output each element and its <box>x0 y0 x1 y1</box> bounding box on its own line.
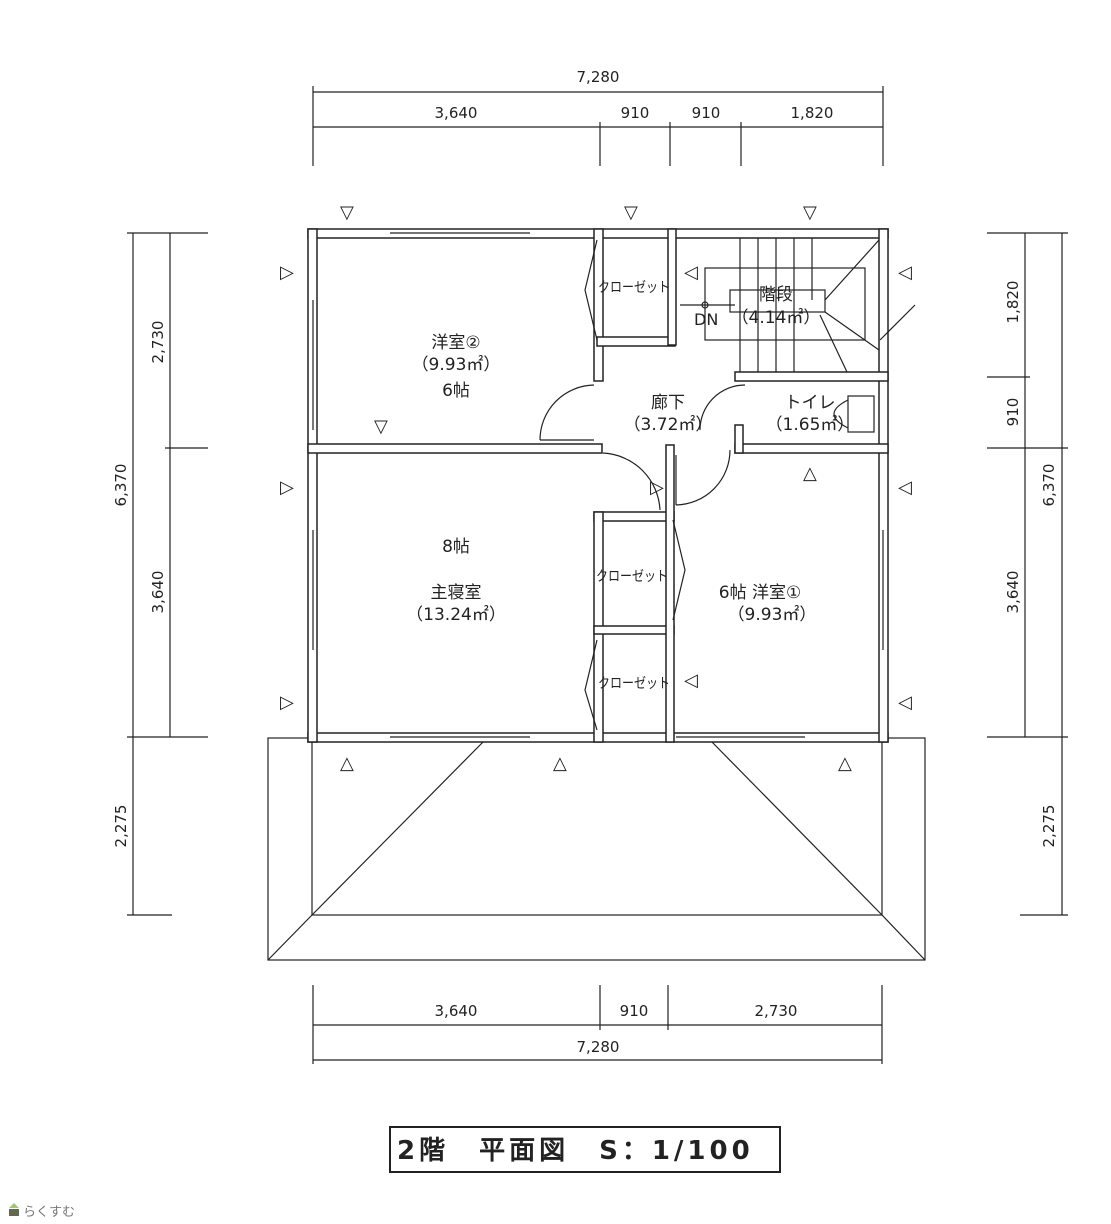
toilet-fixture <box>833 395 875 433</box>
svg-text:▷: ▷ <box>280 477 294 498</box>
room-toilet-area: （1.65㎡） <box>766 415 855 435</box>
doors <box>539 239 746 731</box>
dim-bottom-3: 2,730 <box>755 1002 798 1020</box>
dim-top-2: 910 <box>621 104 650 122</box>
dim-left-total: 6,370 <box>112 464 130 507</box>
closet-label-3: クローゼット <box>598 676 670 692</box>
dim-bottom-total: 7,280 <box>577 1038 620 1056</box>
walls <box>307 228 889 743</box>
dim-right-2: 910 <box>1004 398 1022 427</box>
dim-bottom-1: 3,640 <box>435 1002 478 1020</box>
room-master-size: 8帖 <box>442 537 470 557</box>
svg-text:▽: ▽ <box>624 202 638 223</box>
dim-top-total: 7,280 <box>577 68 620 86</box>
dim-top-3: 910 <box>692 104 721 122</box>
dim-left-balcony: 2,275 <box>112 805 130 848</box>
dim-bottom-2: 910 <box>620 1002 649 1020</box>
dim-left-1: 2,730 <box>149 321 167 364</box>
room-western2-name: 洋室② <box>431 333 480 353</box>
right-dimensions: 6,370 1,820 910 3,640 2,275 <box>987 232 1068 916</box>
staircase <box>680 238 916 373</box>
dim-left-2: 3,640 <box>149 571 167 614</box>
svg-text:◁: ◁ <box>684 262 698 283</box>
room-western2-size: 6帖 <box>442 381 470 401</box>
dim-right-3: 3,640 <box>1004 571 1022 614</box>
window-direction-marks: ▽ ▽ ▽ ▷ ▷ ▷ ◁ ◁ ◁ ▽ ◁ ◁ △ ▷ △ △ △ <box>280 202 912 774</box>
room-stairs-area: （4.14㎡） <box>732 308 821 328</box>
svg-text:△: △ <box>340 753 354 774</box>
drawing-title: 2階 平面図 S：1/100 <box>397 1136 754 1166</box>
svg-text:◁: ◁ <box>898 692 912 713</box>
room-master-name: 主寝室 <box>431 582 482 603</box>
room-master-area: （13.24㎡） <box>406 605 506 625</box>
svg-text:▷: ▷ <box>280 262 294 283</box>
room-hall-area: （3.72㎡） <box>624 415 713 435</box>
svg-text:△: △ <box>838 753 852 774</box>
dim-top-1: 3,640 <box>435 104 478 122</box>
title-box <box>389 1126 781 1173</box>
left-dimensions: 6,370 2,730 3,640 2,275 <box>112 232 208 916</box>
room-labels: 洋室② （9.93㎡） 6帖 8帖 主寝室 （13.24㎡） 6帖 洋室① （9… <box>406 280 854 692</box>
room-western2-area: （9.93㎡） <box>412 355 501 375</box>
svg-text:◁: ◁ <box>898 477 912 498</box>
stairs-dn-label: DN <box>694 310 718 329</box>
svg-text:▷: ▷ <box>650 477 664 498</box>
svg-text:▽: ▽ <box>803 202 817 223</box>
lower-roof <box>267 737 926 961</box>
closet-label-1: クローゼット <box>598 280 670 296</box>
logo: らくすむ <box>9 1203 75 1220</box>
logo-house-icon <box>9 1203 19 1208</box>
logo-text: らくすむ <box>23 1205 75 1220</box>
room-stairs-name: 階段 <box>759 285 793 305</box>
room-western1-area: （9.93㎡） <box>728 605 817 625</box>
top-dimensions: 7,280 3,640 910 910 1,820 <box>312 68 884 166</box>
dim-right-balcony: 2,275 <box>1040 805 1058 848</box>
svg-text:▽: ▽ <box>374 416 388 437</box>
svg-text:△: △ <box>553 753 567 774</box>
bottom-dimensions: 3,640 910 2,730 7,280 <box>312 985 883 1064</box>
dim-right-total: 6,370 <box>1040 464 1058 507</box>
room-hall-name: 廊下 <box>651 393 685 413</box>
svg-text:◁: ◁ <box>898 262 912 283</box>
svg-text:△: △ <box>803 463 817 484</box>
svg-text:▷: ▷ <box>280 692 294 713</box>
svg-text:◁: ◁ <box>684 670 698 691</box>
room-western1-name: 6帖 洋室① <box>719 583 801 603</box>
closet-label-2: クローゼット <box>596 569 668 585</box>
dim-top-4: 1,820 <box>791 104 834 122</box>
svg-text:▽: ▽ <box>340 202 354 223</box>
dim-right-1: 1,820 <box>1004 281 1022 324</box>
room-toilet-name: トイレ <box>785 393 836 413</box>
